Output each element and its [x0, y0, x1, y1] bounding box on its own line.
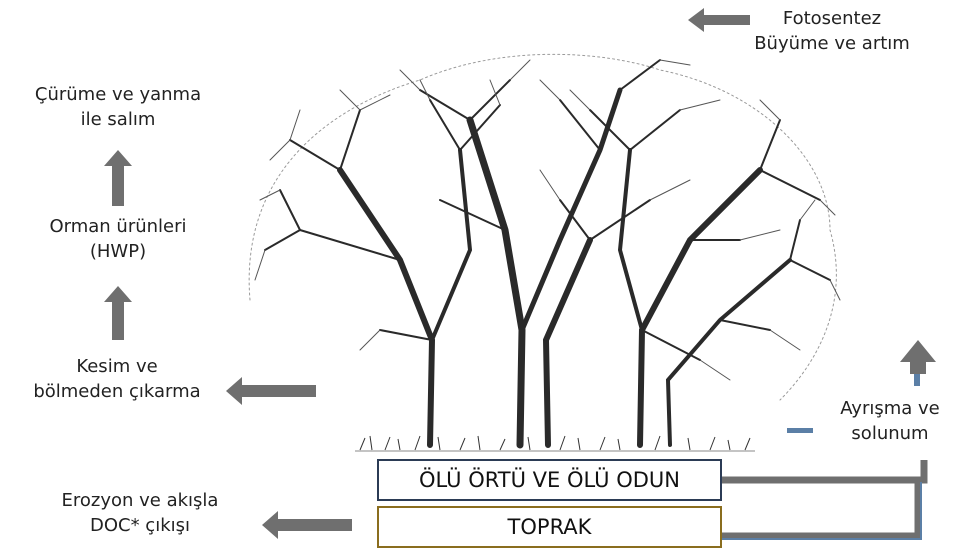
harvest-line2: bölmeden çıkarma [2, 379, 232, 404]
decomposition-line1: Ayrışma ve [826, 396, 954, 421]
decomposition-inlet [787, 428, 813, 433]
decay-up-arrow [104, 150, 132, 206]
decay-line1: Çürüme ve yanma [10, 82, 226, 107]
hwp-up-arrow [104, 286, 132, 340]
decomposition-up-arrow [900, 340, 936, 374]
hwp-line1: Orman ürünleri [10, 214, 226, 239]
hwp-line2: (HWP) [10, 239, 226, 264]
photosynthesis-label: Fotosentez Büyüme ve artım [732, 6, 932, 56]
dead-box-connector [722, 460, 924, 480]
decomposition-stem-blue [914, 374, 920, 386]
harvest-arrow [226, 377, 316, 405]
harvest-line1: Kesim ve [2, 354, 232, 379]
soil-box-connector-blue [722, 482, 921, 539]
erosion-label: Erozyon ve akışla DOC* çıkışı [30, 488, 250, 538]
decay-line2: ile salım [10, 107, 226, 132]
photosynthesis-line2: Büyüme ve artım [732, 31, 932, 56]
photosynthesis-line1: Fotosentez [732, 6, 932, 31]
soil-box-connector [722, 482, 918, 536]
erosion-arrow [262, 511, 352, 539]
decomposition-label: Ayrışma ve solunum [826, 396, 954, 446]
soil-box: TOPRAK [377, 506, 722, 548]
erosion-line2: DOC* çıkışı [30, 513, 250, 538]
erosion-line1: Erozyon ve akışla [30, 488, 250, 513]
harvest-label: Kesim ve bölmeden çıkarma [2, 354, 232, 404]
dead-organic-matter-box: ÖLÜ ÖRTÜ VE ÖLÜ ODUN [377, 459, 722, 501]
decomposition-line2: solunum [826, 421, 954, 446]
decay-label: Çürüme ve yanma ile salım [10, 82, 226, 132]
hwp-label: Orman ürünleri (HWP) [10, 214, 226, 264]
